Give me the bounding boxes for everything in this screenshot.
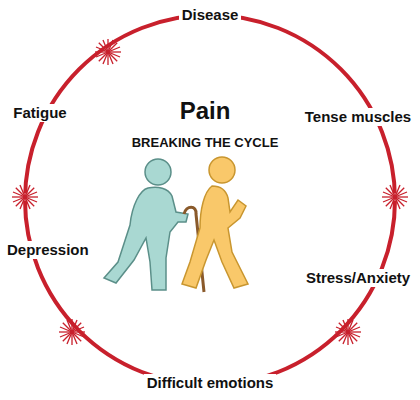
cycle-label: Disease — [179, 6, 242, 23]
starburst — [335, 319, 361, 345]
starburst — [12, 184, 38, 210]
subtitle-text: BREAKING THE CYCLE — [132, 136, 279, 151]
cycle-label: Difficult emotions — [144, 374, 277, 391]
starburst — [382, 184, 408, 210]
cycle-label: Depression — [4, 241, 92, 258]
back-pain-figure — [182, 157, 248, 288]
cycle-label: Fatigue — [10, 104, 69, 121]
title-text: Pain — [180, 97, 231, 125]
starburst — [59, 319, 85, 345]
starburst — [95, 39, 121, 65]
cycle-label: Tense muscles — [302, 108, 414, 125]
cycle-ring — [25, 15, 395, 385]
cycle-label: Stress/Anxiety — [303, 269, 413, 286]
elderly-figure — [104, 159, 188, 290]
